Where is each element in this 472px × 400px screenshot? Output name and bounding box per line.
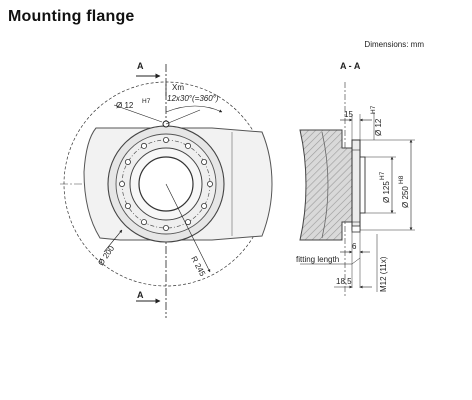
fitting-length-label: fitting length	[296, 255, 339, 264]
callout-leader	[165, 109, 201, 125]
front-view: A A	[60, 61, 273, 318]
dim-outer-label: Ø 250	[401, 186, 410, 208]
dim-depth-top: 15	[344, 110, 353, 119]
dim-pin-hole: Ø 12	[374, 118, 383, 136]
bolt-hole	[124, 158, 131, 165]
bolt-hole	[184, 219, 191, 226]
bolt-hole	[201, 202, 208, 209]
fitting-length-leader	[351, 257, 361, 265]
bolt-hole	[119, 180, 126, 187]
hatched-housing	[299, 129, 353, 241]
outer-radius-label: R 245	[189, 255, 207, 279]
dim-bore-label: Ø 125	[382, 181, 391, 203]
bolt-hole	[162, 224, 169, 231]
section-marker-top: A	[137, 61, 144, 71]
bolt-hole	[201, 158, 208, 165]
flange-plate	[351, 139, 361, 231]
units-note: Dimensions: mm	[364, 40, 424, 49]
section-view: A - A 15 Ø 12 H7 Ø 125 H7	[296, 61, 415, 296]
bolt-holes	[119, 136, 213, 231]
page-title: Mounting flange	[8, 8, 135, 25]
flange-spigot	[359, 156, 366, 214]
dim-bore-tolerance: H7	[379, 171, 386, 180]
threaded-hole	[351, 225, 361, 233]
bolt-hole	[124, 202, 131, 209]
bolt-hole	[162, 136, 169, 143]
bolt-hole	[140, 142, 147, 149]
thread-label: M12 (11x)	[379, 256, 388, 292]
hole-tolerance: H7	[142, 98, 151, 105]
housing-curve	[321, 131, 329, 239]
dim-pin-tolerance: H7	[370, 105, 377, 114]
hole-callout: 12x30°(=360°)	[167, 94, 219, 103]
hole-diameter: Ø 12	[116, 101, 134, 110]
dim-outer-tolerance: H8	[398, 175, 405, 184]
pin-leader	[113, 104, 163, 123]
bolt-hole	[206, 180, 213, 187]
radius-leader	[165, 183, 211, 273]
dim-depth-small: 6	[352, 242, 357, 251]
section-marker-bottom: A	[137, 290, 144, 300]
bolt-hole	[184, 142, 191, 149]
section-heading: A - A	[340, 61, 361, 71]
bolt-hole	[140, 219, 147, 226]
dim-depth-bottom: 18,5	[336, 277, 352, 286]
xm-label: Xm	[172, 83, 184, 92]
bolt-circle-label: Ø 200	[96, 244, 116, 267]
bolt-circle-leader	[103, 229, 123, 253]
angle-arc	[165, 105, 223, 113]
